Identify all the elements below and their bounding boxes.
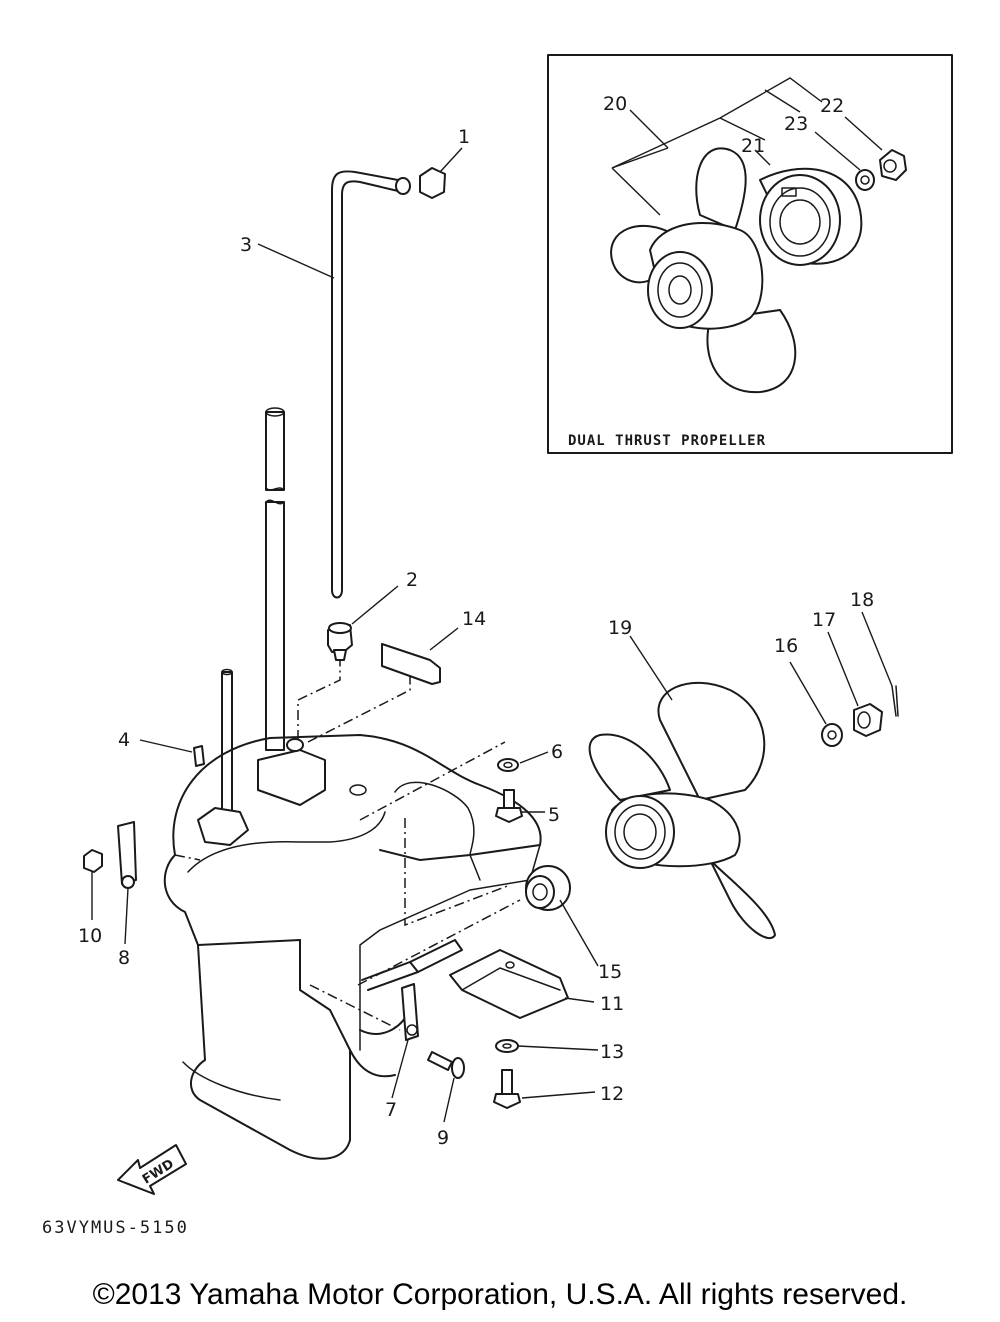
forward-arrow-icon: FWD bbox=[117, 1144, 187, 1195]
callout-2: 2 bbox=[406, 569, 418, 591]
part-8-plate bbox=[117, 821, 137, 885]
callout-22: 22 bbox=[820, 95, 844, 117]
callout-8: 8 bbox=[118, 947, 130, 969]
callout-15: 15 bbox=[598, 961, 622, 983]
inset-box: DUAL THRUST PROPELLER bbox=[547, 54, 953, 454]
shift-rod bbox=[221, 671, 233, 821]
part-4-pin bbox=[193, 745, 205, 767]
part-9-screw bbox=[427, 1051, 465, 1079]
callout-3: 3 bbox=[240, 234, 252, 256]
callout-4: 4 bbox=[118, 729, 130, 751]
part-7-plate bbox=[401, 983, 419, 1041]
inset-leaders bbox=[611, 77, 883, 216]
callout-23: 23 bbox=[784, 113, 808, 135]
drawing-code: 63VYMUS-5150 bbox=[42, 1218, 189, 1238]
part-17-nut bbox=[853, 703, 883, 737]
callout-21: 21 bbox=[741, 135, 765, 157]
water-tube bbox=[331, 170, 411, 599]
callout-7: 7 bbox=[385, 1099, 397, 1121]
part-16-washer bbox=[821, 723, 843, 747]
callout-numbers: 1 2 3 4 5 6 7 8 9 10 11 12 13 14 15 16 1… bbox=[78, 93, 874, 1149]
part-5-bolt bbox=[495, 789, 523, 823]
part-12-bolt bbox=[493, 1069, 521, 1109]
part-19-propeller bbox=[588, 681, 776, 940]
leader-lines bbox=[91, 147, 893, 1123]
callout-5: 5 bbox=[548, 804, 560, 826]
part-14-seal bbox=[381, 643, 441, 685]
callout-9: 9 bbox=[437, 1127, 449, 1149]
part-6-washer bbox=[497, 758, 519, 772]
part-15-thrust-spacer bbox=[525, 865, 571, 911]
callout-11: 11 bbox=[600, 993, 624, 1015]
part-2-fitting bbox=[327, 622, 353, 661]
callout-16: 16 bbox=[774, 635, 798, 657]
inset-caption: DUAL THRUST PROPELLER bbox=[568, 433, 766, 449]
callout-10: 10 bbox=[78, 925, 102, 947]
tube-seal bbox=[286, 738, 304, 752]
callout-19: 19 bbox=[608, 617, 632, 639]
grommet-1 bbox=[419, 167, 446, 199]
callout-1: 1 bbox=[458, 126, 470, 148]
dual-thrust-propeller bbox=[610, 147, 907, 394]
callout-17: 17 bbox=[812, 609, 836, 631]
drive-shaft bbox=[265, 407, 285, 751]
callout-14: 14 bbox=[462, 608, 486, 630]
part-13-washer bbox=[495, 1039, 519, 1053]
part-10-nut bbox=[83, 849, 103, 873]
callout-6: 6 bbox=[551, 741, 563, 763]
drive-shaft-housing-seat bbox=[197, 749, 367, 846]
part-11-anode bbox=[449, 949, 569, 1019]
callout-20: 20 bbox=[603, 93, 627, 115]
callout-13: 13 bbox=[600, 1041, 624, 1063]
part-18-cotter-pin bbox=[891, 685, 899, 717]
callout-12: 12 bbox=[600, 1083, 624, 1105]
propeller-shaft bbox=[361, 939, 463, 991]
callout-18: 18 bbox=[850, 589, 874, 611]
copyright-notice: ©2013 Yamaha Motor Corporation, U.S.A. A… bbox=[92, 1278, 908, 1311]
